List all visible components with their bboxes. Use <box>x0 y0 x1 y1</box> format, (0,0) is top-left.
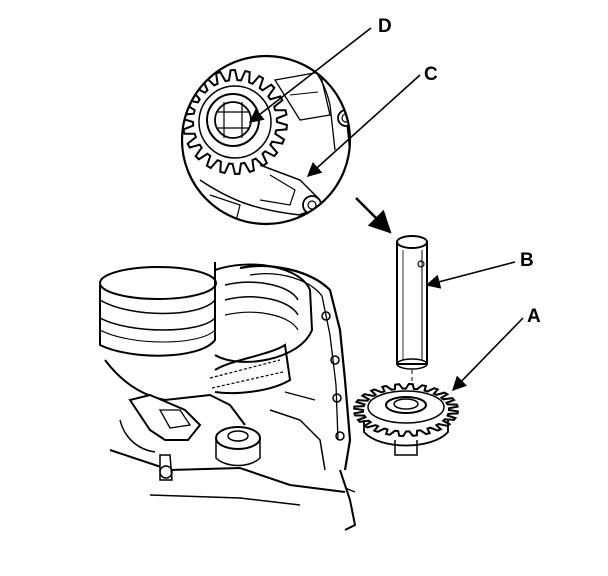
callout-b: B <box>520 250 534 271</box>
callout-c: C <box>424 64 438 85</box>
leader-c <box>306 74 421 177</box>
detail-view <box>180 54 352 226</box>
pin-part-b <box>396 235 428 370</box>
gear-part-a <box>352 382 460 456</box>
detail-to-pin-arrow <box>355 197 392 234</box>
detail-circle-outline <box>180 54 352 226</box>
detail-gear <box>182 68 288 176</box>
callout-a: A <box>527 306 541 327</box>
callout-d: D <box>378 16 392 37</box>
leader-d <box>248 27 372 123</box>
leader-b <box>425 261 516 289</box>
leader-a <box>451 317 524 392</box>
transmission-housing <box>99 262 357 531</box>
leader-lines <box>248 27 524 392</box>
